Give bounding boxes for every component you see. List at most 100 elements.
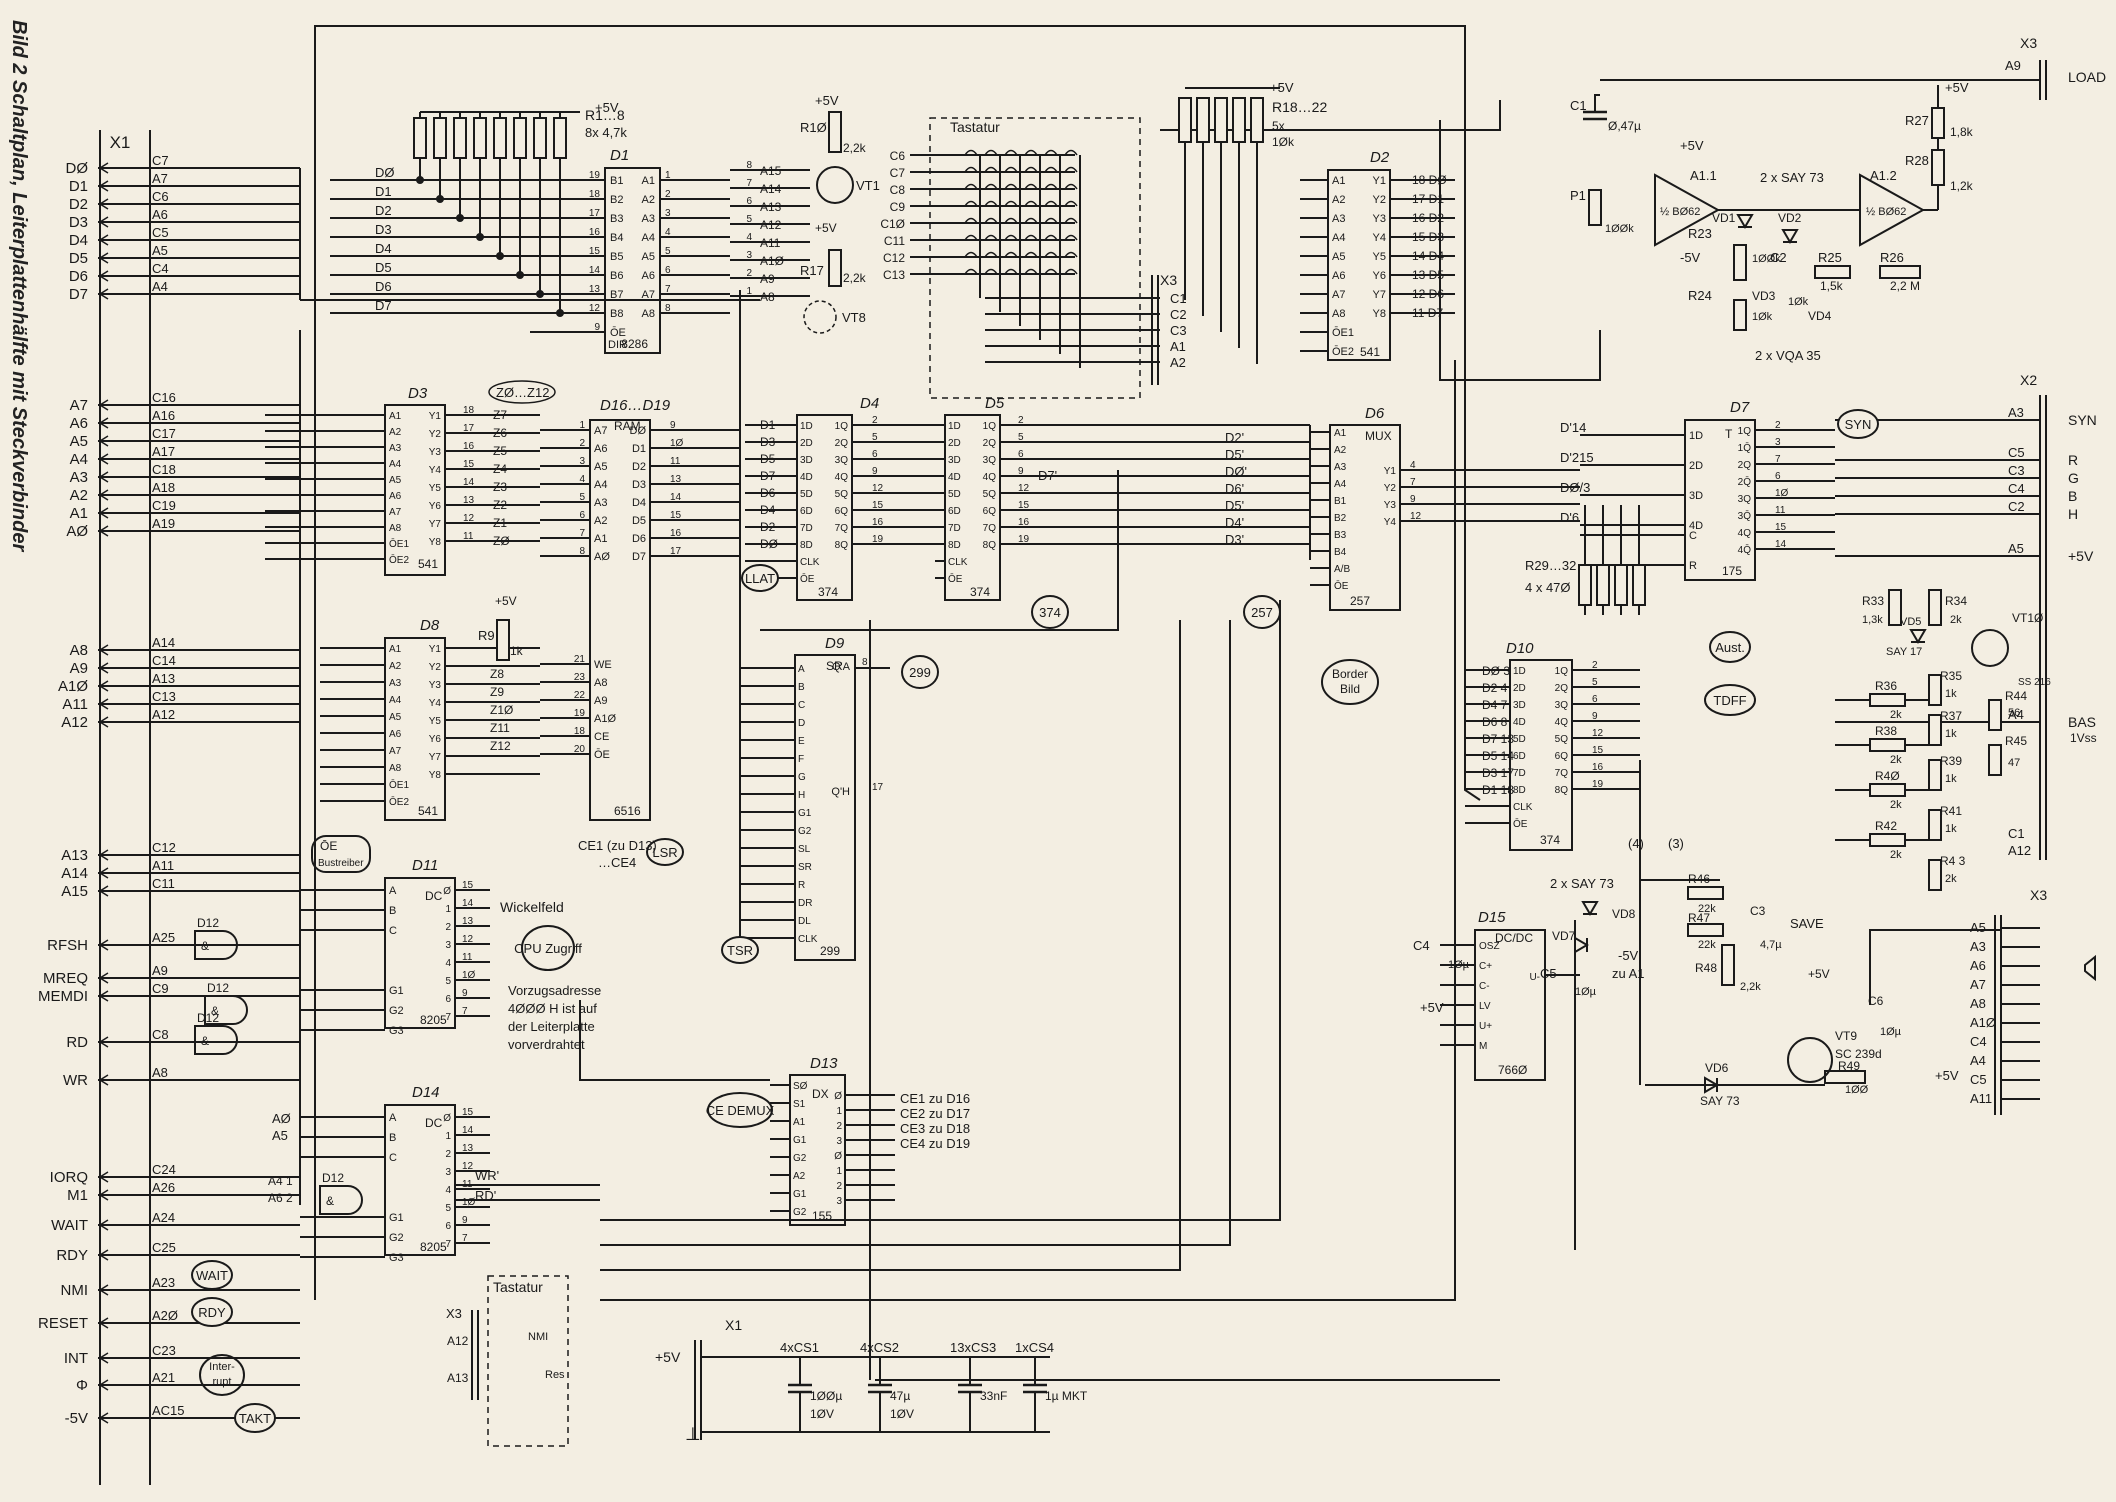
r39-label: R39 [1940,754,1962,768]
d6-in-net-5: D4' [1225,515,1244,530]
kb-row-4: A11 [760,236,781,250]
edge-signal-13: A2 [70,487,88,504]
r29-name: R29…32 [1525,558,1576,573]
edge-pin-20: A12 [152,707,175,722]
res-label: Res [545,1369,565,1381]
chip-d16-out: D1 [632,443,646,455]
z-bus-bubble [488,380,556,404]
d4-net-7: DØ [760,537,778,551]
plus5-vt9: +5V [1808,967,1830,981]
r46-label: R46 [1688,872,1710,886]
chip-d13-name: D13 [810,1055,838,1072]
arrow-icon [99,252,109,264]
chip-d1-in: B6 [610,270,623,282]
pin-num: 3 [1775,437,1781,448]
power-gnd: ⊥ [685,1424,701,1444]
key-switch [1024,166,1038,173]
key-switch [964,217,978,224]
chip-d9-in: G [798,772,806,783]
cap-name-1: 4xCS2 [860,1340,899,1355]
pin-num: 14 [589,265,601,276]
edge-signal-3: D3 [69,214,88,231]
c1-value: Ø,47µ [1608,119,1641,133]
chip-d16-in: ŌE [594,749,610,761]
arrow-icon [99,1412,109,1424]
r47-label: R47 [1688,911,1710,925]
d7-in-net-1: D'215 [1560,450,1594,465]
chip-d3-in: ŌE2 [389,554,409,566]
chip-d5-out: 1Q [983,421,997,432]
pin-num: 6 [1775,471,1781,482]
ce-label-3: CE4 zu D19 [900,1136,970,1151]
pin-num: 1 [665,170,671,181]
chip-d5 [944,414,1001,601]
chip-d14-in: B [389,1132,396,1144]
d1-net-1: D1 [375,184,392,199]
chip-d4-out: 4Q [835,472,849,483]
chip-d13-out: 3 [836,1196,842,1207]
kb-row-1: A14 [760,182,782,196]
chip-d1-out: A7 [642,289,655,301]
junction-dot [476,233,484,241]
chip-d14-in: G1 [389,1212,404,1224]
bubble-257-label: 257 [1251,605,1273,620]
chip-d4-out: 5Q [835,489,849,500]
nmi-label: NMI [528,1331,548,1343]
diode-vd7 [1574,936,1589,954]
chip-d7-name: D7 [1730,399,1750,416]
d8-z-3: Z11 [490,721,510,735]
chip-d2-net: 16 D2 [1412,211,1444,225]
edge-signal-25: MREQ [43,970,88,987]
chip-d9-in: DR [798,898,812,909]
d3-z-6: Z1 [493,516,507,530]
arrow-icon [99,1317,109,1329]
chip-d14-out: 1 [445,1131,451,1142]
int-l1: Inter- [209,1361,235,1373]
key-switch [1024,268,1038,275]
chip-d6-in: ŌE [1334,580,1349,592]
edge-signal-8: A7 [70,397,88,414]
chip-d11-out: 4 [445,958,451,969]
chip-d1-in: B2 [610,194,623,206]
resistor-r18-22 [1196,97,1210,143]
gate-amp: & [326,1194,334,1208]
a41: A4 1 [268,1174,293,1188]
edge-pin-29: C24 [152,1162,176,1177]
chip-d13-in: SØ [793,1081,808,1092]
wire [1869,929,2001,1005]
pin-num: 19 [589,170,601,181]
bubble-374-label: 374 [1039,605,1061,620]
edge-pin-16: A14 [152,635,175,650]
arrow-icon [99,1219,109,1231]
chip-d14-in: A [389,1112,397,1124]
plus5-r10: +5V [815,93,839,108]
bubble-cpu [521,925,575,971]
chip-d6-out: Y2 [1384,483,1397,494]
chip-d14 [384,1104,456,1256]
pin-num: 8 [665,303,671,314]
component-layer [191,97,2096,1447]
plus5-r17: +5V [815,221,837,235]
pin-num: 6 [665,265,671,276]
bubble-257 [1243,595,1281,629]
chip-d8-out: Y8 [429,770,442,781]
edge-signal-35: INT [64,1350,88,1367]
chip-d3-in: A3 [389,443,402,454]
x3-pin-3: A7 [1970,977,1986,992]
chip-d13-sub: DX [812,1087,829,1101]
cap-name-0: 4xCS1 [780,1340,819,1355]
chip-d2-out: Y3 [1373,213,1386,225]
chip-d13-type: 155 [812,1209,832,1223]
chip-d6-in: B4 [1334,547,1347,558]
bubble-oe-bus [311,835,371,873]
wrp-net: WR' [475,1168,499,1183]
chip-d11-out: 3 [445,940,451,951]
edge-signal-9: A6 [70,415,88,432]
resistor-r25 [1814,265,1851,279]
keyboard-title: Tastatur [950,119,1000,135]
pin-num: 18 [589,189,601,200]
arrow-icon [99,1249,109,1261]
resistor-r1-8 [473,117,487,159]
chip-d7-out: 2Q [1738,460,1752,471]
edge-pin-4: C5 [152,225,169,240]
